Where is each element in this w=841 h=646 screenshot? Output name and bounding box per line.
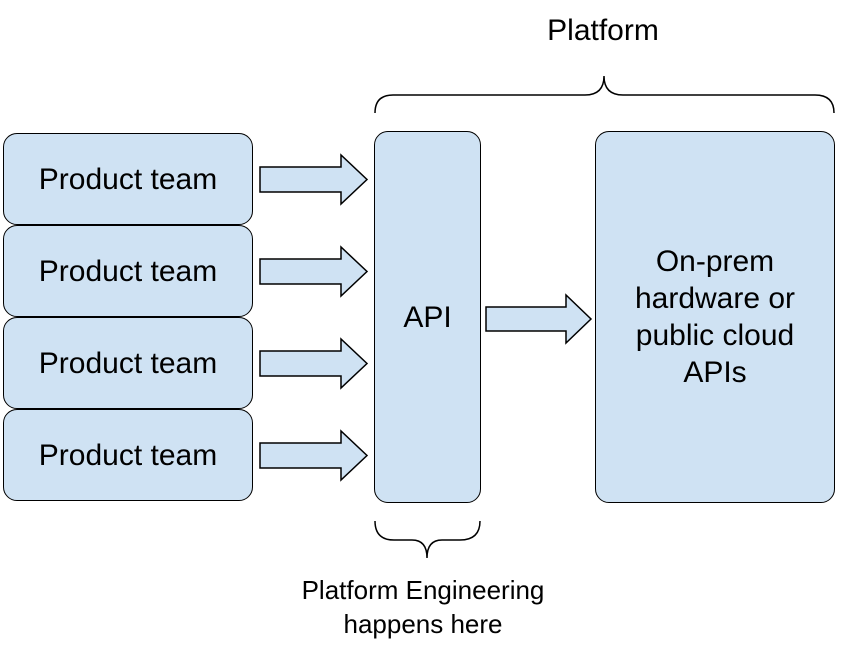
platform-engineering-caption: Platform Engineering happens here [273, 573, 573, 641]
api-label: API [403, 300, 452, 334]
api-brace [374, 520, 481, 559]
product-team-label: Product team [38, 346, 218, 380]
platform-label: Platform [547, 14, 659, 47]
arrow-team-1-to-api [259, 153, 369, 206]
product-team-box-4: Product team [3, 409, 253, 501]
platform-brace [374, 75, 835, 114]
product-team-box-3: Product team [3, 317, 253, 409]
product-team-box-2: Product team [3, 225, 253, 317]
caption-line-1: Platform Engineering [301, 575, 545, 605]
backend-box: On-prem hardware or public cloud APIs [595, 131, 835, 503]
arrow-team-2-to-api [259, 245, 369, 298]
arrow-api-to-backend [485, 293, 593, 345]
caption-line-2: happens here [343, 609, 503, 639]
api-box: API [374, 131, 481, 503]
product-team-label: Product team [38, 162, 218, 196]
product-team-box-1: Product team [3, 133, 253, 225]
product-team-label: Product team [38, 254, 218, 288]
arrow-team-4-to-api [259, 429, 369, 482]
arrow-team-3-to-api [259, 337, 369, 390]
product-team-label: Product team [38, 438, 218, 472]
backend-label: On-prem hardware or public cloud APIs [634, 245, 796, 389]
